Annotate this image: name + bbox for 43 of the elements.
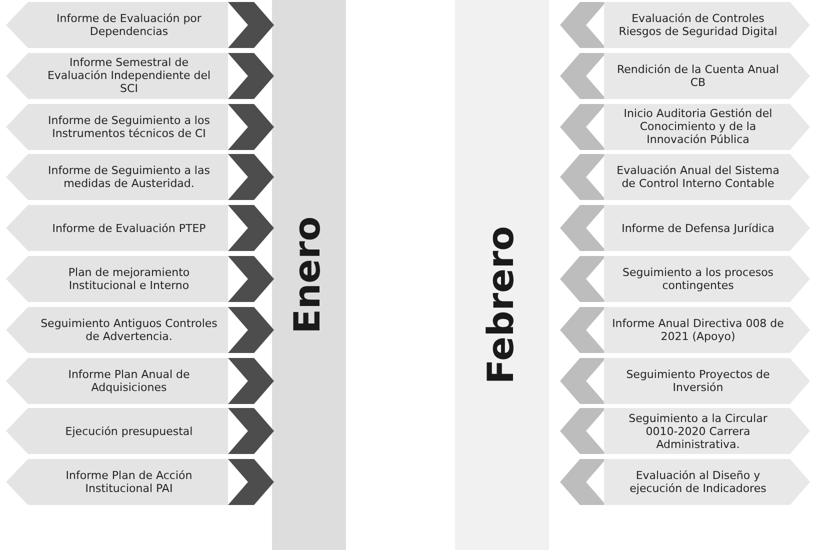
- report-banner: [6, 2, 228, 48]
- report-title: Informe de Seguimiento a las medidas de Austeridad.: [47, 164, 211, 190]
- report-banner: [604, 2, 810, 48]
- report-title: Evaluación de Controles Riesgos de Seguridad Digital: [618, 12, 778, 38]
- report-banner: [6, 358, 228, 404]
- report-title: Inicio Auditoria Gestión del Conocimiento y de la Innovación Pública: [622, 107, 774, 146]
- report-title: Informe de Evaluación por Dependencias: [56, 12, 202, 38]
- report-banner: [604, 52, 810, 99]
- month-label: Enero: [287, 216, 330, 334]
- report-title: Informe de Evaluación PTEP: [52, 222, 206, 235]
- report-banner: [604, 306, 810, 353]
- report-title: Seguimiento Antiguos Controles de Advertencia.: [40, 316, 218, 343]
- report-banner: [6, 52, 228, 99]
- report-banner: [6, 459, 228, 506]
- report-banner: [6, 154, 228, 200]
- report-banner: [6, 104, 228, 150]
- report-title: Ejecución presupuestal: [65, 424, 193, 438]
- report-banner: [604, 256, 810, 302]
- report-title: Informe Anual Directiva 008 de 2021 (Apoyo): [612, 316, 784, 343]
- report-title: Seguimiento Proyectos de Inversión: [625, 368, 771, 394]
- report-title: Seguimiento a la Circular 0010-2020 Carrera Administrativa.: [628, 412, 768, 451]
- report-title: Informe de Defensa Jurídica: [622, 222, 774, 235]
- report-title: Informe Semestral de Evaluación Independiente del SCI: [46, 56, 212, 96]
- report-title: Seguimiento a los procesos contingentes: [621, 266, 775, 292]
- report-title: Rendición de la Cuenta Anual CB: [616, 62, 780, 89]
- report-banner: [604, 205, 810, 252]
- report-title: Plan de mejoramiento Institucional e Interno: [67, 266, 191, 292]
- report-title: Evaluación Anual del Sistema de Control Interno Contable: [616, 164, 780, 190]
- report-title: Evaluación al Diseño y ejecución de Indicadores: [628, 469, 768, 496]
- report-title: Informe de Seguimiento a los Instrumentos técnicos de CI: [47, 114, 211, 140]
- report-title: Informe Plan Anual de Adquisiciones: [67, 368, 191, 394]
- report-banner: [604, 104, 810, 150]
- report-banner: [6, 408, 228, 454]
- report-banner: [604, 154, 810, 200]
- report-banner: [6, 205, 228, 252]
- report-banner: [6, 256, 228, 302]
- report-banner: [604, 459, 810, 506]
- report-title: Informe Plan de Acción Institucional PAI: [64, 469, 194, 496]
- month-band: [272, 0, 346, 550]
- report-banner: [604, 408, 810, 454]
- month-label: Febrero: [480, 226, 523, 384]
- report-banner: [6, 306, 228, 353]
- report-banner: [604, 358, 810, 404]
